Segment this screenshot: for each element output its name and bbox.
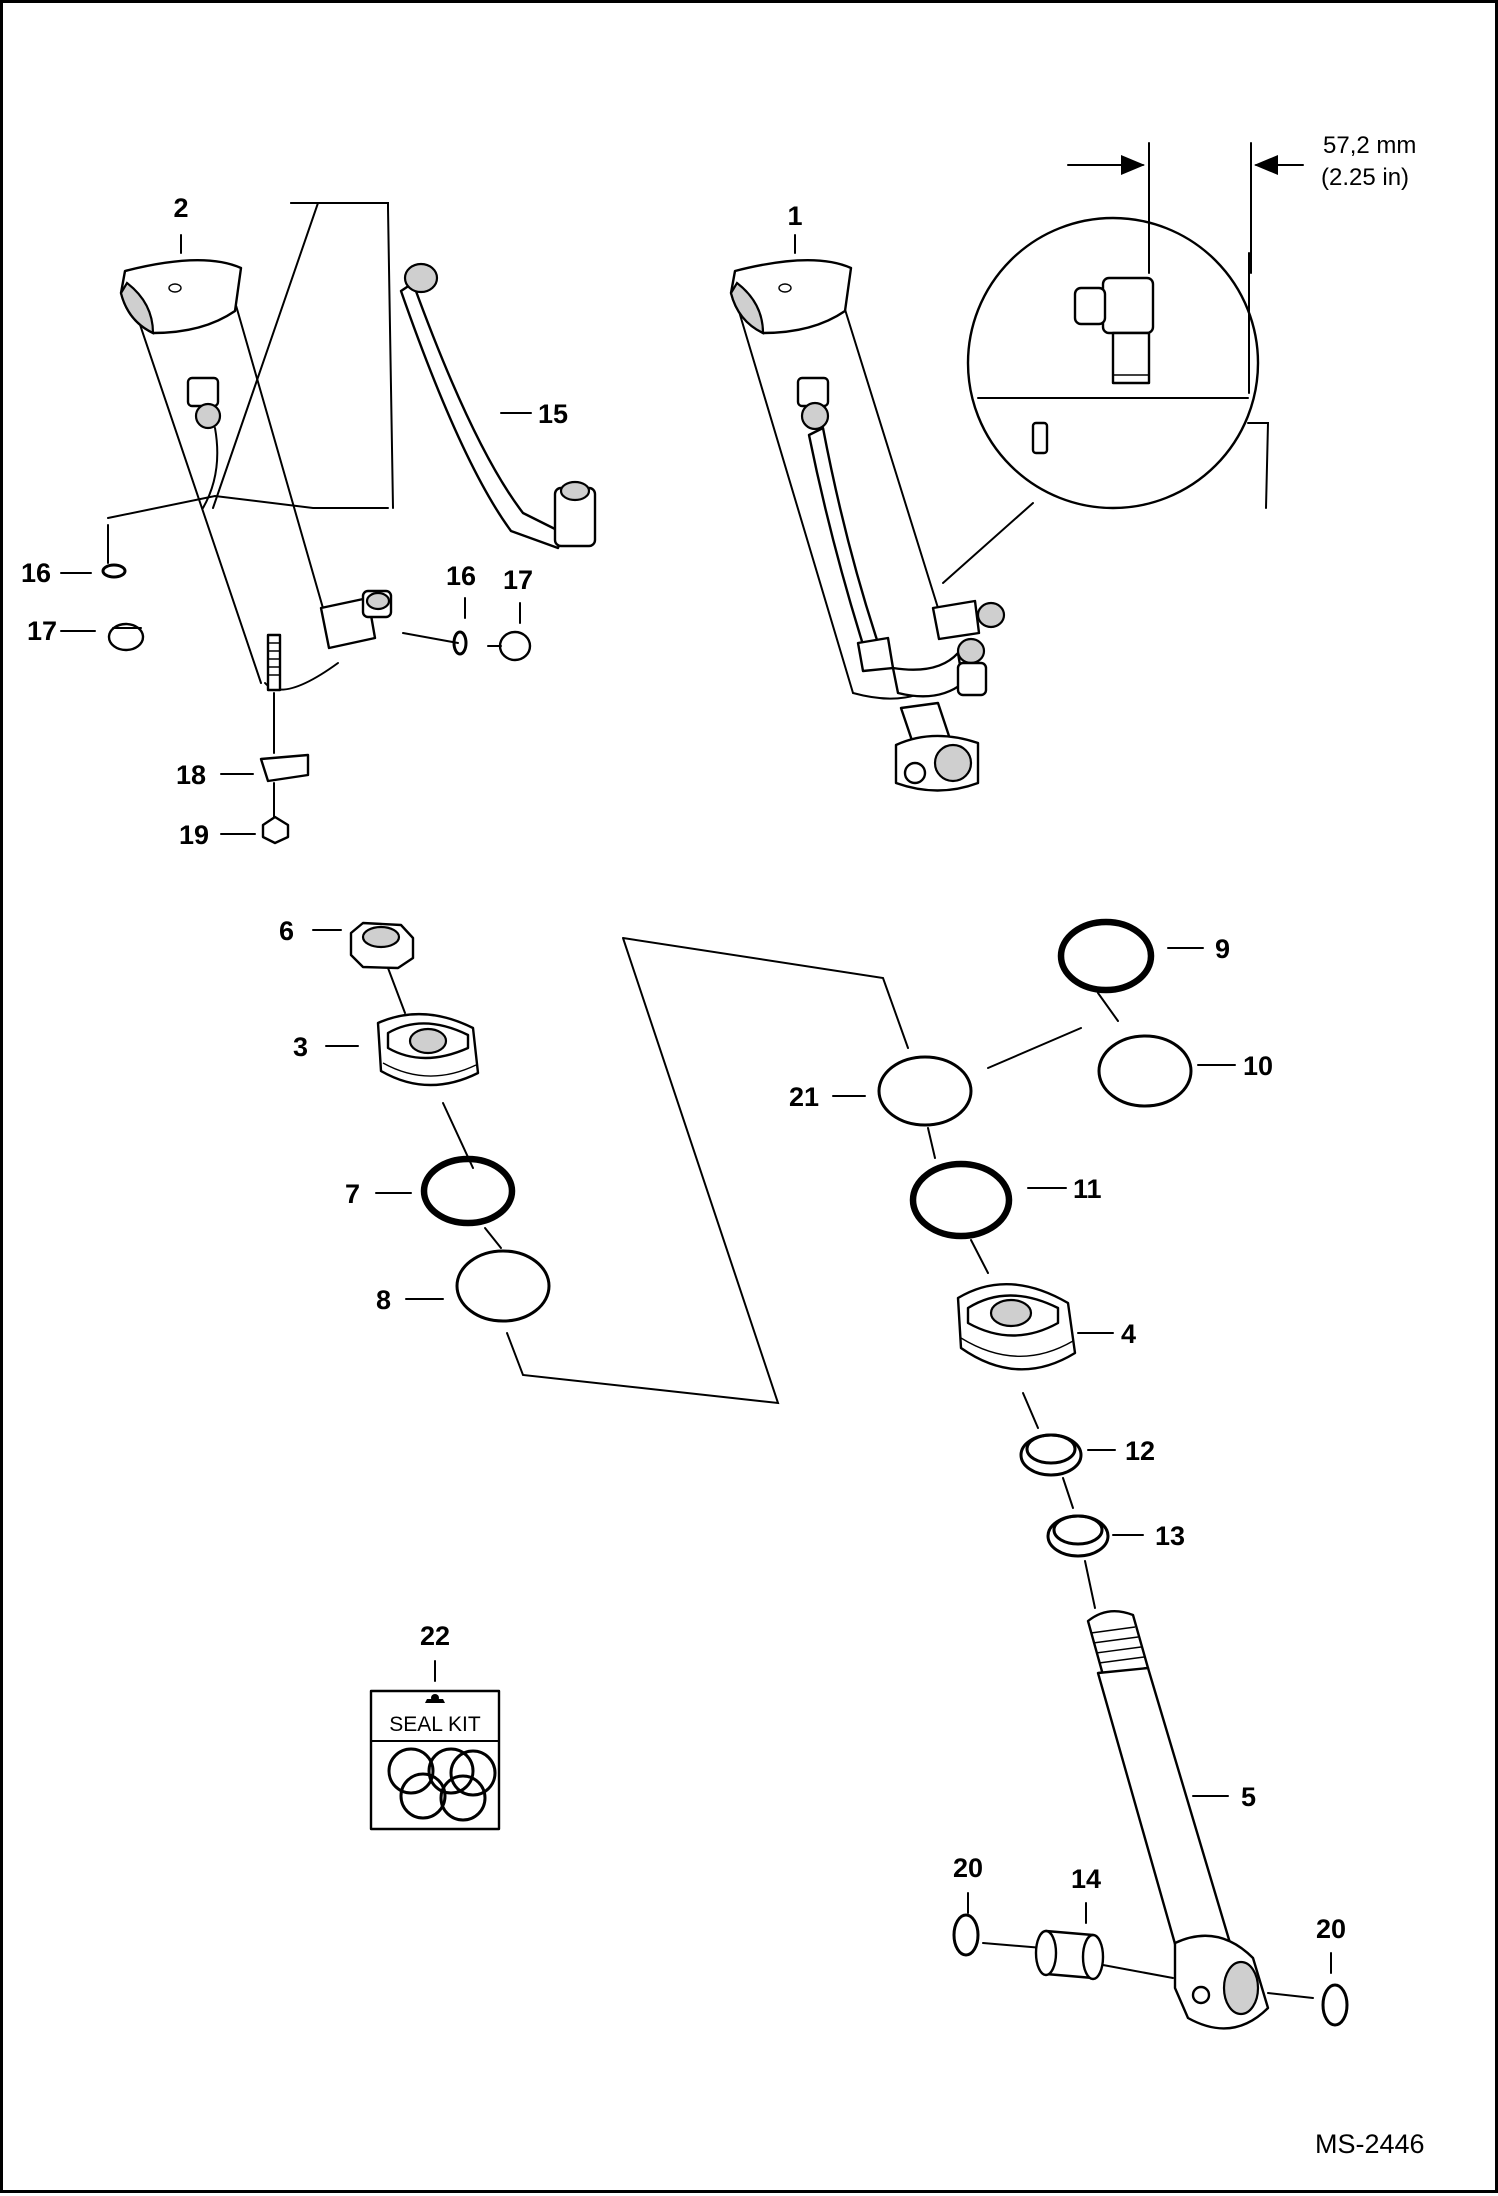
ring-21 — [877, 1055, 973, 1127]
callout-17-right: 17 — [503, 565, 533, 595]
callout-numbers: 2 1 15 16 17 16 17 18 19 6 3 7 8 9 10 21… — [21, 193, 1346, 1944]
leader-9-10 — [1097, 992, 1119, 1022]
callout-16-right: 16 — [446, 561, 476, 591]
callout-19: 19 — [179, 820, 209, 850]
exploded-parts-diagram: SEAL KIT 2 1 15 16 17 16 17 — [21, 132, 1425, 2159]
washer-20-left — [952, 1913, 980, 1957]
cylinder-barrel-2 — [107, 258, 389, 691]
stud-clamp-18-nut-19 — [259, 633, 310, 845]
washer-20-right — [1321, 1983, 1349, 2027]
callout-15: 15 — [538, 399, 568, 429]
leader-14-5 — [1102, 1964, 1174, 1979]
explode-bracket — [506, 937, 909, 1405]
oring-16-left — [101, 524, 127, 579]
plug-17-left — [107, 622, 145, 652]
dimension-metric: 57,2 mm — [1323, 132, 1416, 159]
hydraulic-tube-15 — [212, 202, 597, 550]
seal-kit-label: SEAL KIT — [389, 1713, 481, 1736]
callout-21: 21 — [789, 1082, 819, 1112]
rod-5 — [1086, 1609, 1270, 2030]
callout-14: 14 — [1071, 1864, 1101, 1894]
leader-21-11 — [927, 1127, 936, 1159]
callout-7: 7 — [345, 1179, 360, 1209]
ring-10 — [1097, 1034, 1193, 1108]
callout-11: 11 — [1073, 1174, 1102, 1204]
detail-view-bubble — [942, 142, 1304, 584]
callout-6: 6 — [279, 916, 294, 946]
callout-leaders — [60, 234, 1332, 1974]
callout-20-left: 20 — [953, 1853, 983, 1883]
seal-kit-22: SEAL KIT — [369, 1689, 501, 1831]
callout-1: 1 — [787, 201, 802, 231]
piston-4 — [956, 1283, 1077, 1429]
dimension-imperial: (2.25 in) — [1321, 164, 1409, 191]
leader-10-21 — [987, 1027, 1082, 1069]
oring-9 — [1057, 918, 1155, 994]
leader-7-8 — [484, 1227, 502, 1249]
seal-13 — [1046, 1514, 1110, 1558]
bushing-14 — [1034, 1929, 1105, 1981]
leader-13-5 — [1084, 1560, 1096, 1609]
callout-8: 8 — [376, 1285, 391, 1315]
callout-5: 5 — [1241, 1782, 1256, 1812]
callout-12: 12 — [1125, 1436, 1155, 1466]
leader-11-4 — [970, 1239, 989, 1274]
callout-2: 2 — [173, 193, 188, 223]
plug-17-right — [487, 630, 532, 662]
callout-20-right: 20 — [1316, 1914, 1346, 1944]
nut-6 — [349, 921, 415, 1014]
oring-16-right — [452, 630, 468, 656]
leader-12-13 — [1062, 1477, 1074, 1509]
callout-9: 9 — [1215, 934, 1230, 964]
side-fitting — [319, 589, 459, 650]
callout-18: 18 — [176, 760, 206, 790]
callout-17-left: 17 — [27, 616, 57, 646]
backup-ring-8 — [455, 1249, 551, 1323]
gland-3 — [376, 1012, 480, 1169]
callout-16-left: 16 — [21, 558, 51, 588]
callout-13: 13 — [1155, 1521, 1185, 1551]
cylinder-assembly-1 — [729, 258, 1006, 792]
callout-10: 10 — [1243, 1051, 1273, 1081]
callout-3: 3 — [293, 1032, 308, 1062]
oring-7 — [420, 1155, 516, 1227]
drawing-reference: MS-2446 — [1315, 2129, 1425, 2159]
seal-12 — [1019, 1433, 1083, 1477]
oring-11 — [909, 1160, 1013, 1240]
callout-22: 22 — [420, 1621, 450, 1651]
callout-4: 4 — [1121, 1319, 1136, 1349]
leader-5-20 — [1267, 1992, 1314, 1999]
leader-20-14 — [982, 1942, 1044, 1949]
